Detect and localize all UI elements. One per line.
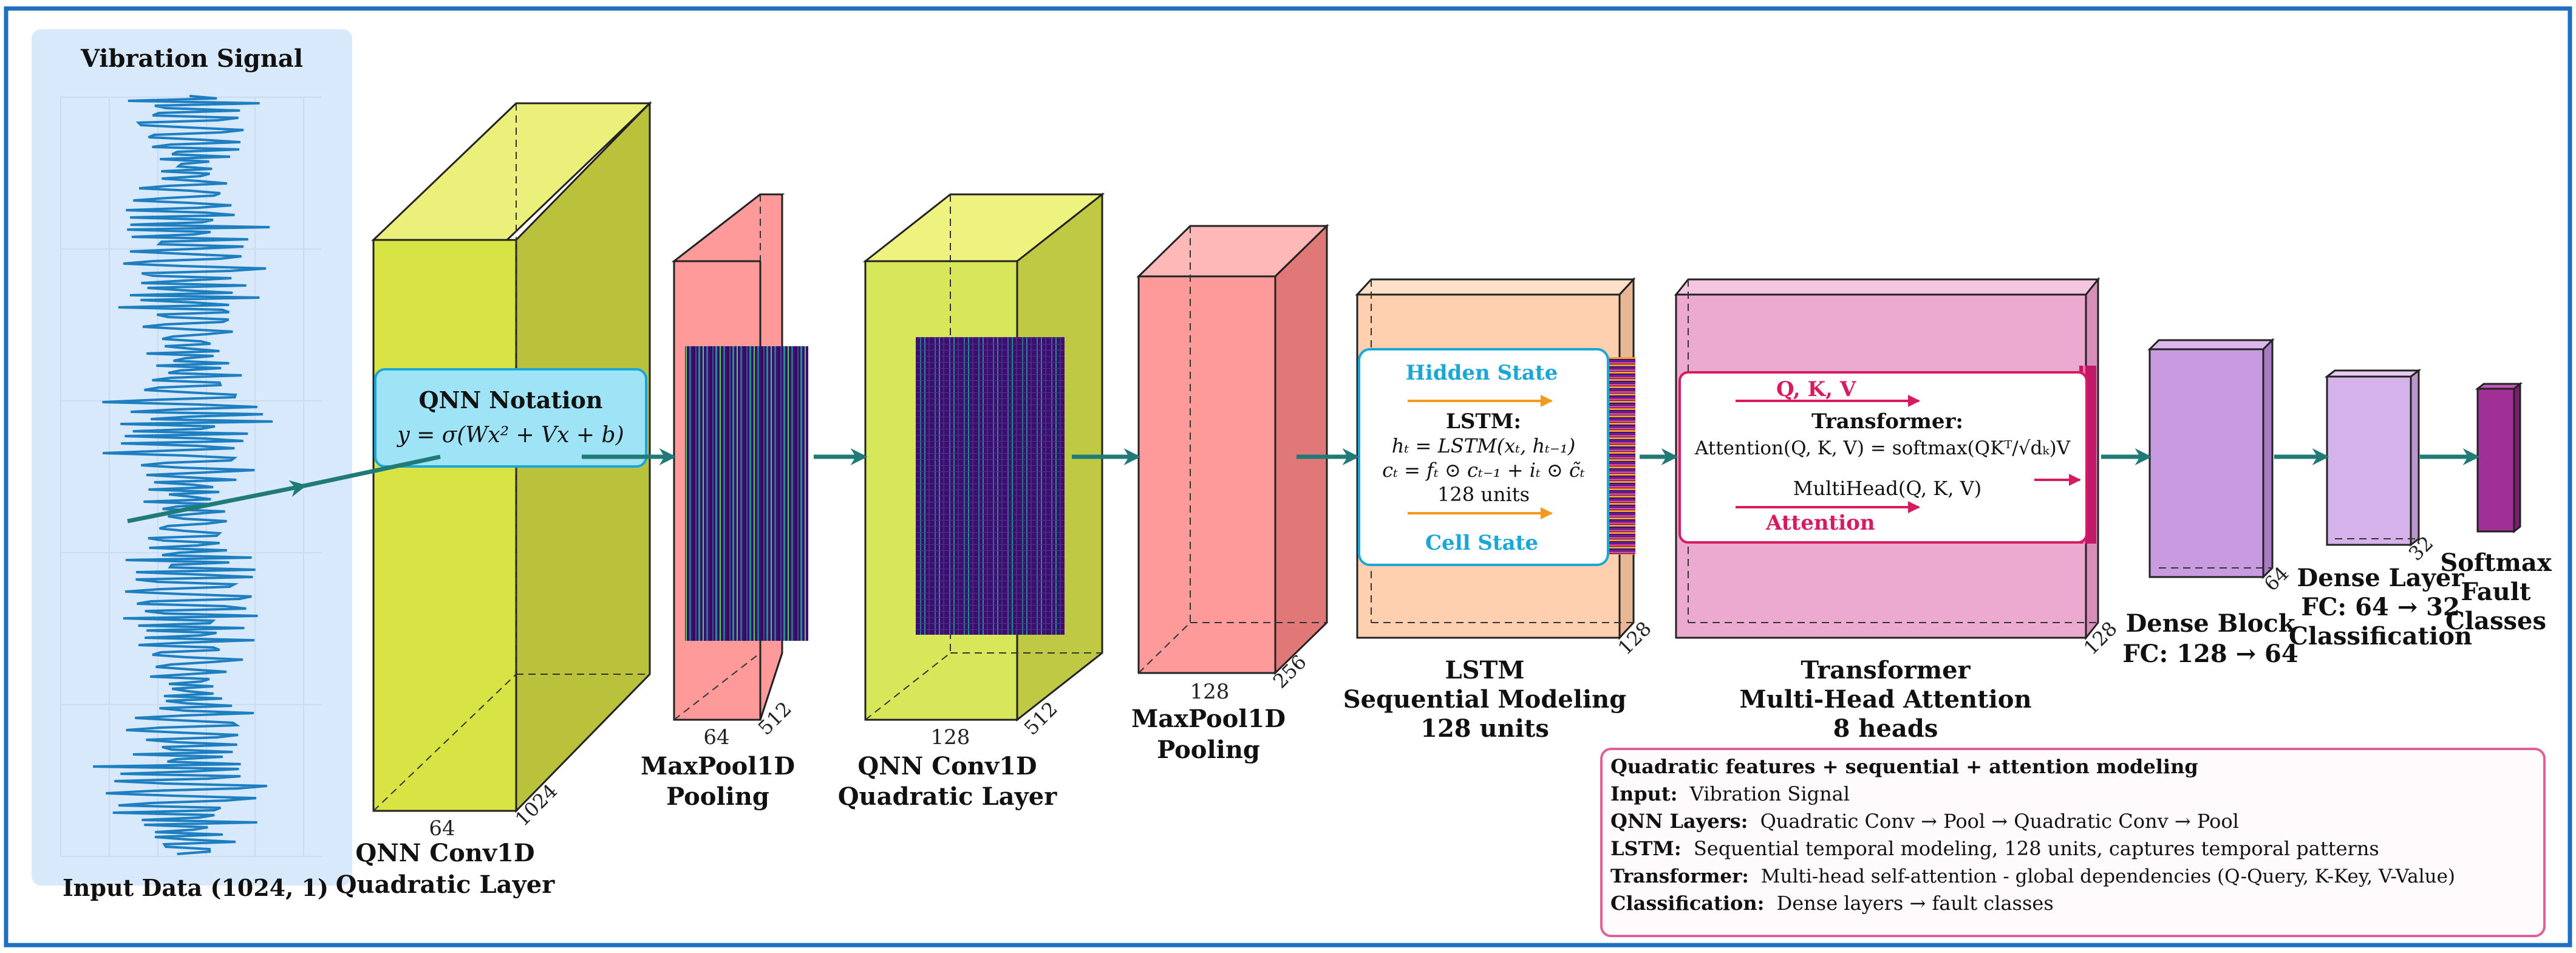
dense2-label-3: Classification xyxy=(2289,622,2472,651)
legend-row-key: Transformer: xyxy=(1610,866,1749,887)
pool2-label-1: MaxPool1D xyxy=(1131,705,1286,733)
lstm-hidden-strip xyxy=(1605,357,1635,555)
outer-frame xyxy=(4,6,2572,948)
legend-heading: Quadratic features + sequential + attent… xyxy=(1610,755,2198,778)
qconv2-label-2: Quadratic Layer xyxy=(838,782,1057,811)
arrow-input-to-qconv1 xyxy=(127,480,307,524)
qconv2-label-1: QNN Conv1D xyxy=(857,752,1037,781)
transformer-label-1: Transformer xyxy=(1801,656,1971,685)
softmax-block: Softmax Fault Classes xyxy=(2440,381,2552,635)
qconv2-feature-map xyxy=(916,337,1065,635)
legend-row: LSTM: Sequential temporal modeling, 128 … xyxy=(1610,837,2379,860)
legend-row-key: Classification: xyxy=(1610,892,1764,915)
lstm-cell-label: Cell State xyxy=(1425,531,1538,555)
pool1-block: 64 512 MaxPool1D Pooling xyxy=(641,193,808,811)
legend-row: Classification: Dense layers → fault cla… xyxy=(1610,892,2054,915)
lstm-eq-2: cₜ = fₜ ⊙ cₜ₋₁ + iₜ ⊙ c̃ₜ xyxy=(1382,459,1585,482)
dense2-block: 32 Dense Layer FC: 64 → 32 Classificatio… xyxy=(2289,368,2472,651)
legend-row-text: Dense layers → fault classes xyxy=(1777,892,2054,915)
flow-arrows xyxy=(127,448,2480,524)
input-title: Vibration Signal xyxy=(80,44,303,73)
lstm-label-2: Sequential Modeling xyxy=(1343,685,1626,714)
lstm-label-3: 128 units xyxy=(1420,714,1549,743)
qconv1-label-1: QNN Conv1D xyxy=(355,839,534,867)
qnn-notation-title: QNN Notation xyxy=(418,386,602,414)
legend-box: Quadratic features + sequential + attent… xyxy=(1600,748,2546,937)
lstm-block: Hidden State LSTM: hₜ = LSTM(xₜ, hₜ₋₁) c… xyxy=(1343,277,1656,743)
legend-row-text: Multi-head self-attention - global depen… xyxy=(1761,866,2455,887)
vibration-signal-waveform xyxy=(93,95,273,855)
input-caption: Input Data (1024, 1) xyxy=(63,874,329,901)
transformer-block: Q, K, V Transformer: Attention(Q, K, V) … xyxy=(1674,276,2122,743)
dense1-label-2: FC: 128 → 64 xyxy=(2122,640,2298,668)
legend-row-text: Quadratic Conv → Pool → Quadratic Conv →… xyxy=(1760,810,2239,833)
transformer-attention-label: Attention xyxy=(1765,511,1875,535)
dense2-label-1: Dense Layer xyxy=(2297,564,2465,592)
pool1-label-2: Pooling xyxy=(666,782,769,811)
lstm-eq-1: hₜ = LSTM(xₜ, hₜ₋₁) xyxy=(1392,434,1575,457)
dense2-label-2: FC: 64 → 32 xyxy=(2301,593,2460,621)
qconv1-block: 64 1024 QNN Conv1D Quadratic Layer xyxy=(336,101,652,899)
pool1-label-1: MaxPool1D xyxy=(641,752,795,781)
legend-row-key: QNN Layers: xyxy=(1610,810,1748,833)
transformer-qkv-label: Q, K, V xyxy=(1776,377,1856,401)
pool2-label-2: Pooling xyxy=(1157,736,1260,764)
lstm-hidden-label: Hidden State xyxy=(1406,361,1558,385)
legend-row-text: Sequential temporal modeling, 128 units,… xyxy=(1694,837,2379,860)
legend-row-text: Vibration Signal xyxy=(1689,782,1850,805)
legend-row: Transformer: Multi-head self-attention -… xyxy=(1610,866,2455,887)
transformer-eq-2: MultiHead(Q, K, V) xyxy=(1793,477,1981,500)
lstm-box-title: LSTM: xyxy=(1446,409,1521,434)
softmax-label-1: Softmax xyxy=(2440,548,2552,577)
dense1-block: 64 Dense Block FC: 128 → 64 xyxy=(2122,338,2298,668)
lstm-label-1: LSTM xyxy=(1445,656,1524,685)
input-panel: Vibration Signal Input Data (1024, 1) xyxy=(32,29,352,901)
legend-row-key: LSTM: xyxy=(1610,837,1682,860)
legend-row: QNN Layers: Quadratic Conv → Pool → Quad… xyxy=(1610,810,2239,833)
dense1-label-1: Dense Block xyxy=(2126,609,2296,638)
transformer-eq-1: Attention(Q, K, V) = softmax(QKᵀ/√dₖ)V xyxy=(1694,437,2071,459)
legend-row-key: Input: xyxy=(1610,782,1677,805)
pool1-dim-a: 64 xyxy=(703,725,729,750)
qconv1-dim-a: 64 xyxy=(429,816,455,841)
transformer-label-2: Multi-Head Attention xyxy=(1739,685,2031,714)
softmax-label-3: Classes xyxy=(2445,607,2546,635)
qconv1-label-2: Quadratic Layer xyxy=(336,870,555,899)
pool2-block: 128 256 MaxPool1D Pooling xyxy=(1131,224,1329,764)
pool2-dim-a: 128 xyxy=(1190,680,1230,704)
qnn-notation-box: QNN Notation y = σ(Wx² + Vx + b) xyxy=(374,368,647,468)
qconv2-block: 128 512 QNN Conv1D Quadratic Layer xyxy=(838,192,1105,811)
qnn-notation-formula: y = σ(Wx² + Vx + b) xyxy=(396,423,624,448)
arrow-input-continue xyxy=(303,454,441,488)
lstm-units: 128 units xyxy=(1437,483,1530,506)
softmax-label-2: Fault xyxy=(2461,578,2531,606)
qconv2-dim-a: 128 xyxy=(931,725,970,750)
transformer-box-title: Transformer: xyxy=(1811,409,1963,434)
transformer-label-3: 8 heads xyxy=(1833,714,1938,743)
pool1-feature-map xyxy=(685,346,808,641)
legend-row: Input: Vibration Signal xyxy=(1610,782,1850,805)
